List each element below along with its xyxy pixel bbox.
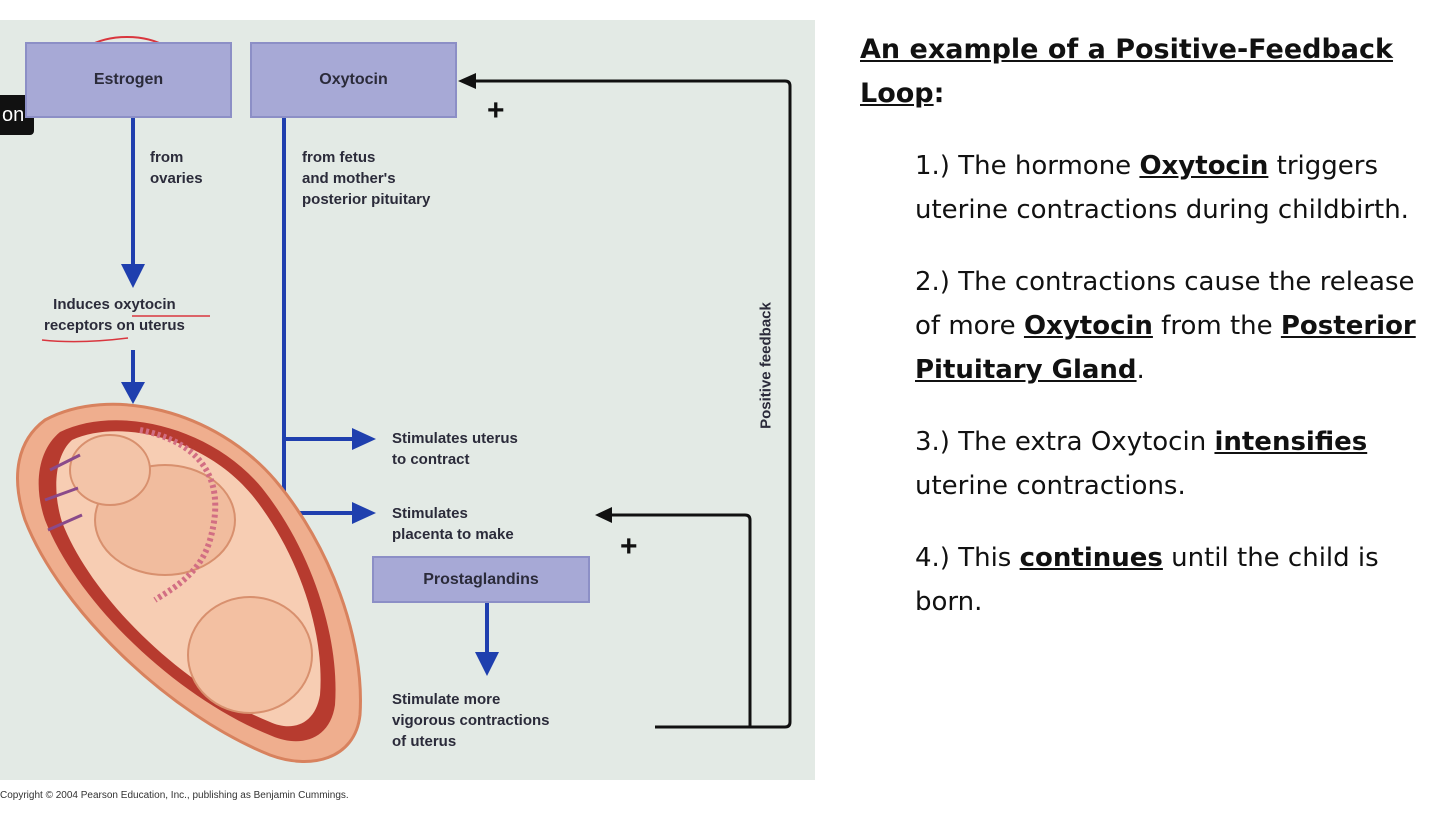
fetus-illustration [16,402,362,763]
estrogen-label: Estrogen [93,71,164,88]
inner-feedback-loop [608,513,752,727]
prostaglandins-label: Prostaglandins [423,570,539,588]
oxytocin-box: Oxytocin [250,42,457,118]
heading: An example of a Positive-Feedback Loop: [860,34,1393,109]
oxytocin-label: Oxytocin [319,71,388,88]
step-2: 2.) The contractions cause the release o… [915,267,1416,385]
copyright-text: Copyright © 2004 Pearson Education, Inc.… [0,790,349,801]
plus-sign-top: + [487,94,505,127]
step-3: 3.) The extra Oxytocin intensifies uteri… [915,427,1368,501]
prostaglandins-box: Prostaglandins [372,556,590,603]
positive-feedback-label: Positive feedback [757,302,775,429]
step-4: 4.) This continues until the child is bo… [915,543,1379,617]
estrogen-box: Estrogen [25,42,232,118]
step-1: 1.) The hormone Oxytocin triggers uterin… [915,151,1409,225]
outer-feedback-loop [470,79,792,729]
explanation-text: An example of a Positive-Feedback Loop: … [860,28,1420,624]
plus-sign-bottom: + [620,530,638,563]
